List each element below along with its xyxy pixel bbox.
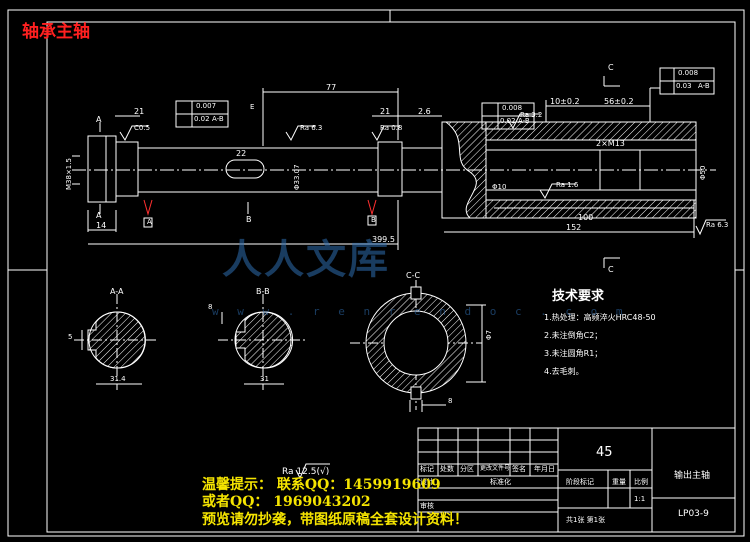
tech-req-item: 3.未注圆角R1； — [544, 349, 603, 358]
watermark-line-2: 或者QQ： 1969043202 — [202, 494, 371, 510]
tol-3b: 0.03 — [676, 82, 692, 90]
dimension-lines — [72, 88, 695, 250]
tol-3a: 0.008 — [678, 69, 699, 77]
dim-21: 21 — [134, 107, 145, 116]
tol-2b: 0.02 — [500, 117, 516, 125]
section-bb — [235, 311, 294, 369]
tol-3c: A-B — [698, 82, 710, 90]
label-bb: B-B — [256, 287, 270, 296]
site-logo-watermark: 人人文库 — [222, 236, 390, 283]
dim-22: 22 — [236, 149, 247, 158]
rough-63b: Ra 6.3 — [706, 221, 729, 229]
roughness-note: Ra 12.5(√) — [282, 467, 330, 477]
tb-weight: 重量 — [612, 478, 626, 486]
mark-b: B — [246, 215, 252, 224]
aa-width: 31.4 — [110, 375, 126, 383]
tb-h-label: 更改文件号 — [480, 465, 511, 472]
mark-a-bottom: A — [96, 211, 102, 220]
section-cc-keyway — [410, 386, 422, 400]
dim-100: 100 — [578, 213, 594, 222]
break-hatch — [444, 121, 487, 219]
tb-standard: 标准化 — [490, 478, 511, 486]
aa-5: 5 — [68, 333, 73, 341]
tech-req-item: 1.热处理：高频淬火HRC48-50 — [544, 313, 656, 322]
tech-req-heading: 技术要求 — [552, 289, 605, 304]
dim-dia-right: Φ50 — [699, 165, 707, 180]
roughness-mark — [539, 183, 576, 200]
tol-1b: 0.02 — [194, 115, 210, 123]
tb-h-label: 签名 — [512, 465, 526, 473]
tb-scale-label: 比例 — [634, 478, 648, 486]
watermark-line-3: 预览请勿抄袭，带图纸原稿全套设计资料！ — [202, 512, 468, 528]
chamfer-label: C0.5 — [134, 124, 151, 132]
drawing-title: 轴承主轴 — [22, 22, 90, 42]
tb-h-label: 处数 — [440, 465, 454, 473]
rough-63a: Ra 6.3 — [300, 124, 323, 132]
dim-2-6: 2.6 — [418, 107, 431, 116]
tol-2c: A-B — [518, 117, 530, 125]
tb-part-name: 输出主轴 — [674, 471, 711, 481]
dim-thread: M38×1.5 — [65, 158, 73, 190]
roughness-mark — [285, 125, 316, 142]
outer-frame — [7, 9, 745, 537]
tol-2a: 0.008 — [502, 104, 523, 112]
bb-width: 31 — [260, 375, 269, 383]
tb-h-label: 分区 — [460, 465, 474, 473]
dim-152: 152 — [566, 223, 582, 232]
section-cc-inner — [383, 310, 449, 376]
datum-a-box — [143, 217, 153, 228]
tb-stage: 阶段标记 — [566, 478, 594, 486]
mark-c-bottom: C — [608, 265, 614, 274]
mark-a-top: A — [96, 115, 102, 124]
dim-310: Φ10 — [492, 183, 507, 191]
cc-8: 8 — [448, 397, 453, 405]
dim-14: 14 — [96, 221, 107, 230]
roughness-mark — [695, 219, 726, 236]
dim-hole: 2×M13 — [596, 139, 625, 148]
datum-b-box — [367, 215, 377, 226]
tb-h-label: 标记 — [420, 465, 434, 473]
rough-16: Ra 1.6 — [556, 181, 579, 189]
roughness-mark — [119, 125, 148, 142]
roughness-note-symbol — [295, 463, 330, 480]
inner-frame — [46, 21, 736, 533]
dim-56: 56±0.2 — [604, 97, 634, 106]
label-cc: C-C — [406, 271, 421, 280]
tb-design: 设计 — [420, 478, 434, 486]
tb-review: 审核 — [420, 502, 434, 510]
tb-sheet: 共1张 第1张 — [566, 516, 606, 524]
label-aa: A-A — [110, 287, 124, 296]
section-cc-keyway — [410, 286, 422, 300]
roughness-mark — [507, 113, 540, 130]
tol-1a: 0.007 — [196, 102, 217, 110]
rough-08: Ra 0.8 — [380, 124, 403, 132]
datum-a-marker — [143, 199, 153, 216]
dim-dia-mid: Φ33.07 — [293, 164, 301, 190]
tech-req-item: 4.去毛刺。 — [544, 367, 584, 376]
title-block — [417, 427, 736, 533]
datum-b-letter: B — [371, 216, 376, 224]
tb-material: 45 — [596, 445, 613, 460]
tb-drawing-no: LP03-9 — [678, 509, 709, 519]
mark-c-top: C — [608, 63, 614, 72]
dim-10: 10±0.2 — [550, 97, 580, 106]
tb-h-label: 年月日 — [534, 465, 555, 473]
site-url-watermark: w w w . r e n r e n d o c . c o m — [212, 305, 629, 318]
mark-e: E — [250, 103, 255, 111]
bb-8: 8 — [208, 303, 213, 311]
datum-a-letter: A — [147, 218, 152, 226]
tb-scale: 1:1 — [634, 495, 646, 503]
dim-77: 77 — [326, 83, 337, 92]
datum-b-marker — [367, 199, 377, 216]
cc-dia: Φ7 — [485, 330, 493, 340]
rough-32: Ra 3.2 — [520, 111, 543, 119]
tech-req-item: 2.未注倒角C2； — [544, 331, 603, 340]
watermark-line-1: 温馨提示： 联系QQ：1459919609 — [202, 477, 441, 493]
tol-1c: A-B — [212, 115, 224, 123]
dim-399: 399.5 — [372, 235, 395, 244]
dim-21b: 21 — [380, 107, 391, 116]
roughness-mark — [371, 125, 400, 142]
